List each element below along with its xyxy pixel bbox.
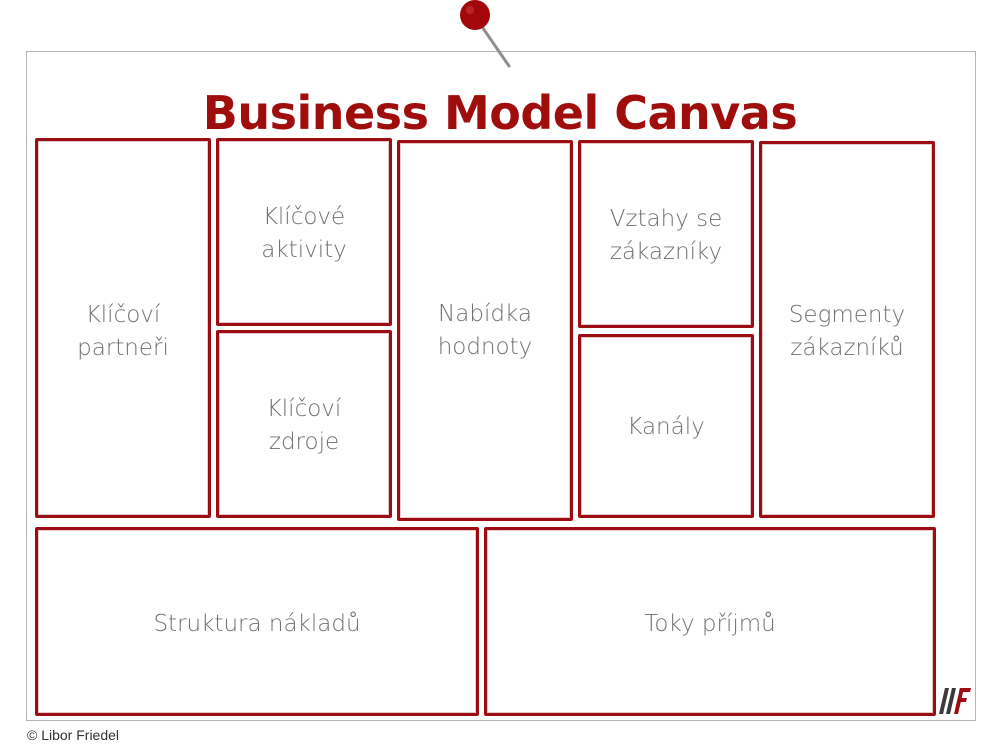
canvas-board: [26, 51, 976, 721]
copyright-text: © Libor Friedel: [27, 727, 120, 743]
block-revenue-streams: Toky příjmů: [484, 527, 936, 716]
block-cost-structure-label: Struktura nákladů: [153, 611, 361, 637]
block-cost-structure: Struktura nákladů: [35, 527, 479, 716]
block-customer-relationships-label: Vztahy se zákazníky: [609, 206, 723, 265]
block-customer-segments: Segmenty zákazníků: [759, 141, 935, 518]
block-key-partners-label: Klíčoví partneři: [77, 302, 169, 361]
block-key-partners: Klíčoví partneři: [35, 138, 211, 518]
block-customer-relationships: Vztahy se zákazníky: [578, 140, 754, 328]
block-key-activities-label: Klíčové aktivity: [261, 204, 347, 263]
block-key-activities: Klíčové aktivity: [216, 138, 392, 326]
block-value-proposition: Nabídka hodnoty: [397, 140, 573, 521]
block-channels-label: Kanály: [627, 414, 705, 440]
block-customer-segments-label: Segmenty zákazníků: [788, 302, 906, 361]
page-title: Business Model Canvas: [202, 86, 798, 140]
block-value-proposition-label: Nabídka hodnoty: [437, 301, 533, 360]
block-key-resources: Klíčoví zdroje: [216, 330, 392, 518]
block-key-resources-label: Klíčoví zdroje: [266, 396, 342, 455]
block-channels: Kanály: [578, 334, 754, 518]
logo-icon: [939, 688, 971, 714]
block-revenue-streams-label: Toky příjmů: [644, 611, 776, 637]
push-pin-icon: [460, 0, 511, 68]
